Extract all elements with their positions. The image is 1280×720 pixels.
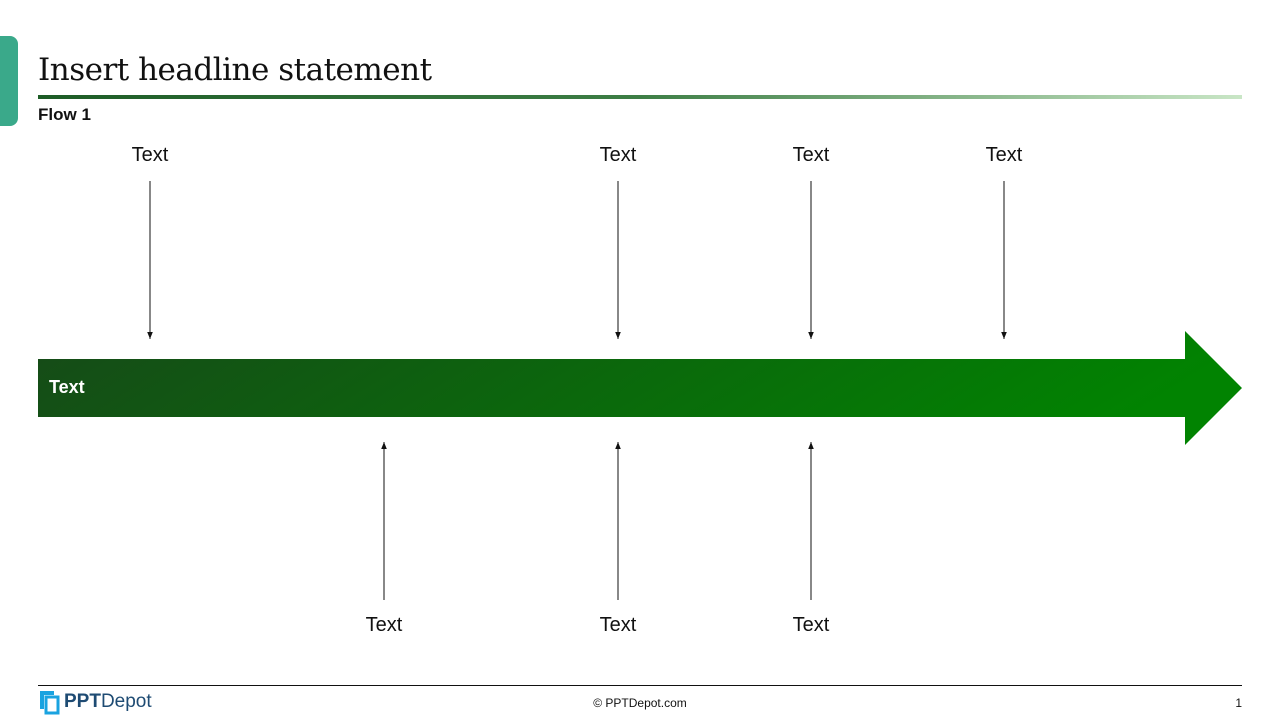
top-label-1[interactable]: Text: [131, 144, 169, 166]
headline-underline: [38, 95, 1242, 99]
pptdepot-logo: PPTDepot: [38, 689, 152, 715]
timeline-arrow: [38, 331, 1242, 445]
bottom-label-3[interactable]: Text: [792, 614, 830, 636]
footer-divider: [38, 685, 1242, 686]
logo-page-icon: [40, 691, 60, 715]
bottom-label-1[interactable]: Text: [365, 614, 403, 636]
bottom-label-2[interactable]: Text: [599, 614, 637, 636]
subtitle[interactable]: Flow 1: [38, 105, 91, 124]
top-label-4[interactable]: Text: [985, 144, 1023, 166]
side-accent-tab: [0, 36, 18, 126]
top-label-2[interactable]: Text: [599, 144, 637, 166]
copyright-text: © PPTDepot.com: [593, 696, 687, 710]
logo-bold: PPT: [64, 691, 101, 712]
page-number: 1: [1235, 696, 1242, 710]
logo-wordmark: PPTDepot: [64, 691, 152, 713]
timeline-bar-label[interactable]: Text: [49, 377, 85, 397]
logo-regular: Depot: [100, 691, 152, 712]
headline[interactable]: Insert headline statement: [38, 52, 432, 88]
top-label-3[interactable]: Text: [792, 144, 830, 166]
